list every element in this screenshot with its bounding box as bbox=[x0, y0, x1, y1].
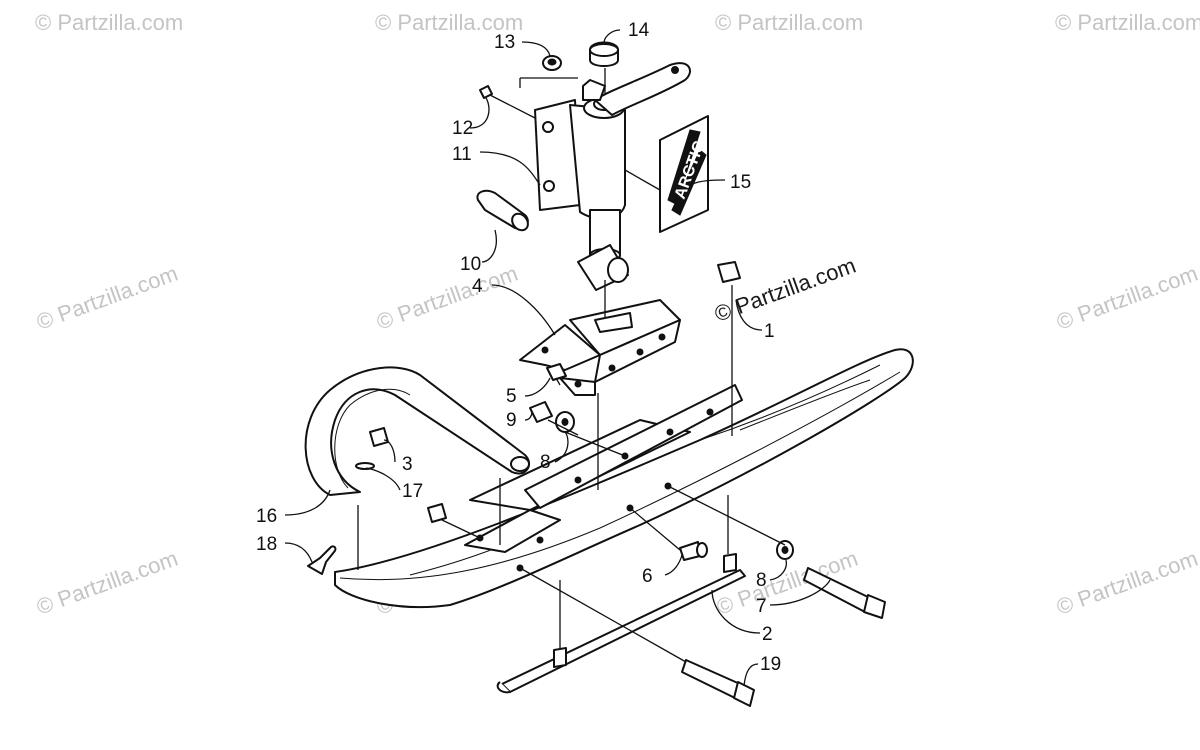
callout-13: 13 bbox=[494, 32, 515, 53]
callout-8-upper: 8 bbox=[540, 452, 551, 473]
callout-19: 19 bbox=[760, 654, 781, 675]
callout-7: 7 bbox=[756, 596, 767, 617]
callout-4: 4 bbox=[472, 276, 483, 297]
callout-leaders bbox=[284, 29, 831, 687]
watermark-top-left: © Partzilla.com bbox=[35, 10, 183, 35]
hardware bbox=[307, 41, 886, 707]
watermark-mid-center: © Partzilla.com bbox=[373, 261, 521, 335]
watermark-mid-right: © Partzilla.com bbox=[1053, 261, 1200, 335]
watermark-mid-left: © Partzilla.com bbox=[33, 261, 181, 335]
decal: ARCTIC bbox=[659, 115, 709, 233]
callout-10: 10 bbox=[460, 254, 481, 275]
callout-14: 14 bbox=[628, 20, 650, 41]
callout-6: 6 bbox=[642, 566, 653, 587]
callout-2: 2 bbox=[762, 624, 773, 645]
watermark-top-center-left: © Partzilla.com bbox=[375, 10, 523, 35]
watermark-bottom-left: © Partzilla.com bbox=[33, 546, 181, 620]
callout-18: 18 bbox=[256, 534, 277, 555]
spindle-housing bbox=[534, 62, 691, 291]
leader-lines bbox=[357, 68, 786, 663]
callout-numbers: 13 14 12 11 15 10 4 1 5 9 8 3 17 16 18 6… bbox=[256, 20, 781, 675]
callout-3: 3 bbox=[402, 454, 413, 475]
callout-16: 16 bbox=[256, 506, 277, 527]
watermark-top-center-right: © Partzilla.com bbox=[715, 10, 863, 35]
callout-8-lower: 8 bbox=[756, 570, 767, 591]
watermark-top-right: © Partzilla.com bbox=[1055, 10, 1200, 35]
bushing bbox=[476, 189, 529, 232]
callout-15: 15 bbox=[730, 172, 751, 193]
callout-11: 11 bbox=[452, 144, 472, 165]
saddle-bracket bbox=[519, 299, 681, 396]
callout-5: 5 bbox=[506, 386, 517, 407]
callout-12: 12 bbox=[452, 118, 473, 139]
ski-handle bbox=[304, 366, 531, 496]
watermark-bottom-right: © Partzilla.com bbox=[1053, 546, 1200, 620]
callout-1: 1 bbox=[764, 321, 775, 342]
callout-9: 9 bbox=[506, 410, 517, 431]
callout-17: 17 bbox=[402, 481, 423, 502]
ski bbox=[334, 348, 914, 608]
